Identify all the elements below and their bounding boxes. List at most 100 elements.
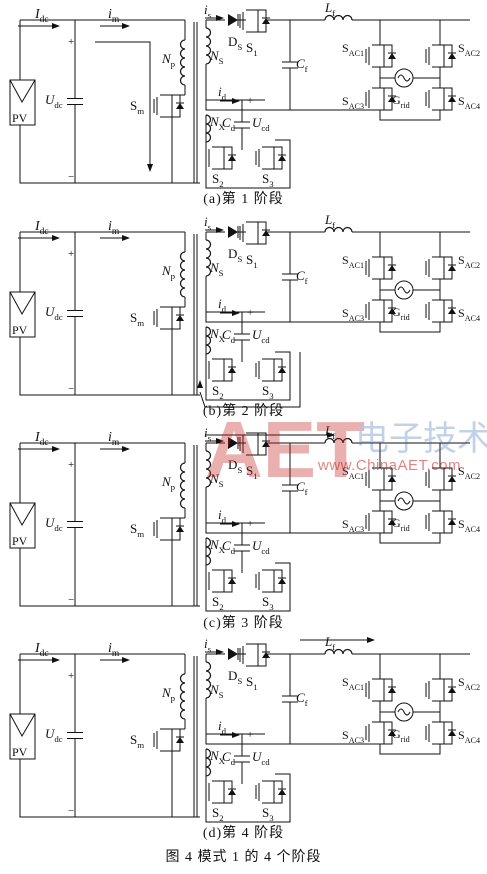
switch-channel [432,510,445,534]
grid-label: Grid [392,516,410,533]
body-diode [176,737,184,743]
switch-sac4 [425,721,456,745]
current-flow-path [95,41,151,165]
ns-label: NS [209,260,224,278]
minus-sign: − [68,594,74,606]
s3-label: S3 [262,594,274,612]
diode-ds [228,14,238,26]
current-flow-path [199,352,301,408]
watermark-url: www.ChinaAET.com [318,457,462,474]
is-label: is [204,214,212,232]
lf-label: Lf [324,212,335,230]
dc-bus-negative [19,20,200,184]
arrowhead [367,637,375,643]
arrowhead [232,98,240,104]
secondary-return [205,276,290,323]
arrowhead [327,432,335,438]
switch-channel [372,299,385,323]
switch-s1 [239,432,270,456]
im-label: im [108,7,120,25]
filter-inductor [324,437,353,444]
switch-sac2 [425,44,456,68]
ucd-label: Ucd [252,327,270,345]
sac2-label: SAC2 [458,41,480,58]
sac1-label: SAC1 [342,464,364,481]
body-diode [176,103,184,109]
panel-caption: (d)第 4 阶段 [202,826,285,841]
im-label: im [108,219,120,237]
s1-label: S1 [246,463,258,481]
body-diode [388,687,396,693]
switch-channel [372,721,385,745]
pv-symbol [9,502,36,527]
switch-s2 [205,146,236,170]
cd-label: Cd [222,327,236,345]
sac3-label: SAC3 [342,517,364,534]
cf-label: Cf [296,56,308,74]
switch-channel [246,221,259,245]
body-diode [228,578,236,584]
nx-label: NX [209,114,226,132]
sac4-label: SAC4 [458,94,480,111]
winding-coil [179,673,186,720]
winding-coil [205,114,212,143]
sac1-label: SAC1 [342,675,364,692]
im-label: im [108,430,120,448]
idc-label: Idc [34,641,49,659]
sine-icon [397,74,411,82]
body-diode [262,18,270,24]
svg-text:电子技术应用: 电子技术应用 [355,419,487,459]
body-diode [448,53,456,59]
switch-s3 [255,780,286,804]
sac3-label: SAC3 [342,94,364,111]
arrowhead [52,235,60,241]
sine-icon [397,708,411,716]
arrowhead [122,446,130,452]
switch-s3 [255,146,286,170]
s3-label: S3 [262,805,274,823]
minus-sign: − [68,383,74,395]
switch-sac4 [425,510,456,534]
winding-coil [205,450,212,488]
udc-label: Udc [45,726,63,744]
cd-label: Cd [222,538,236,556]
switch-channel [432,256,445,280]
arrowhead [122,657,130,663]
main-switch-sm [153,517,184,541]
winding-coil [205,661,212,699]
sac2-label: SAC2 [458,253,480,270]
switch-channel [432,721,445,745]
ns-label: NS [209,682,224,700]
ns-label: NS [209,48,224,66]
switch-sac3 [365,87,396,111]
ucd-label: Ucd [252,749,270,767]
switch-sac4 [425,299,456,323]
s2-label: S2 [212,383,224,401]
minus-sign: − [68,805,74,817]
switch-s1 [239,221,270,245]
plus-sign: + [68,36,74,48]
udc-label: Udc [45,304,63,322]
switch-channel [212,358,225,382]
np-label: Np [161,51,176,69]
plus-sign: + [247,307,253,319]
nx-label: NX [209,537,226,555]
body-diode [176,526,184,532]
sm-label: Sm [130,521,144,539]
plus-sign: + [68,459,74,471]
body-diode [388,519,396,525]
udc-label: Udc [45,515,63,533]
switch-channel [372,44,385,68]
sac4-label: SAC4 [458,517,480,534]
cf-label: Cf [296,479,308,497]
filter-inductor [324,226,353,233]
winding-coil [205,27,212,65]
winding-coil [205,326,212,355]
grid-label: Grid [392,727,410,744]
body-diode [228,367,236,373]
dc-bus-negative [19,654,200,818]
grid-label: Grid [392,93,410,110]
